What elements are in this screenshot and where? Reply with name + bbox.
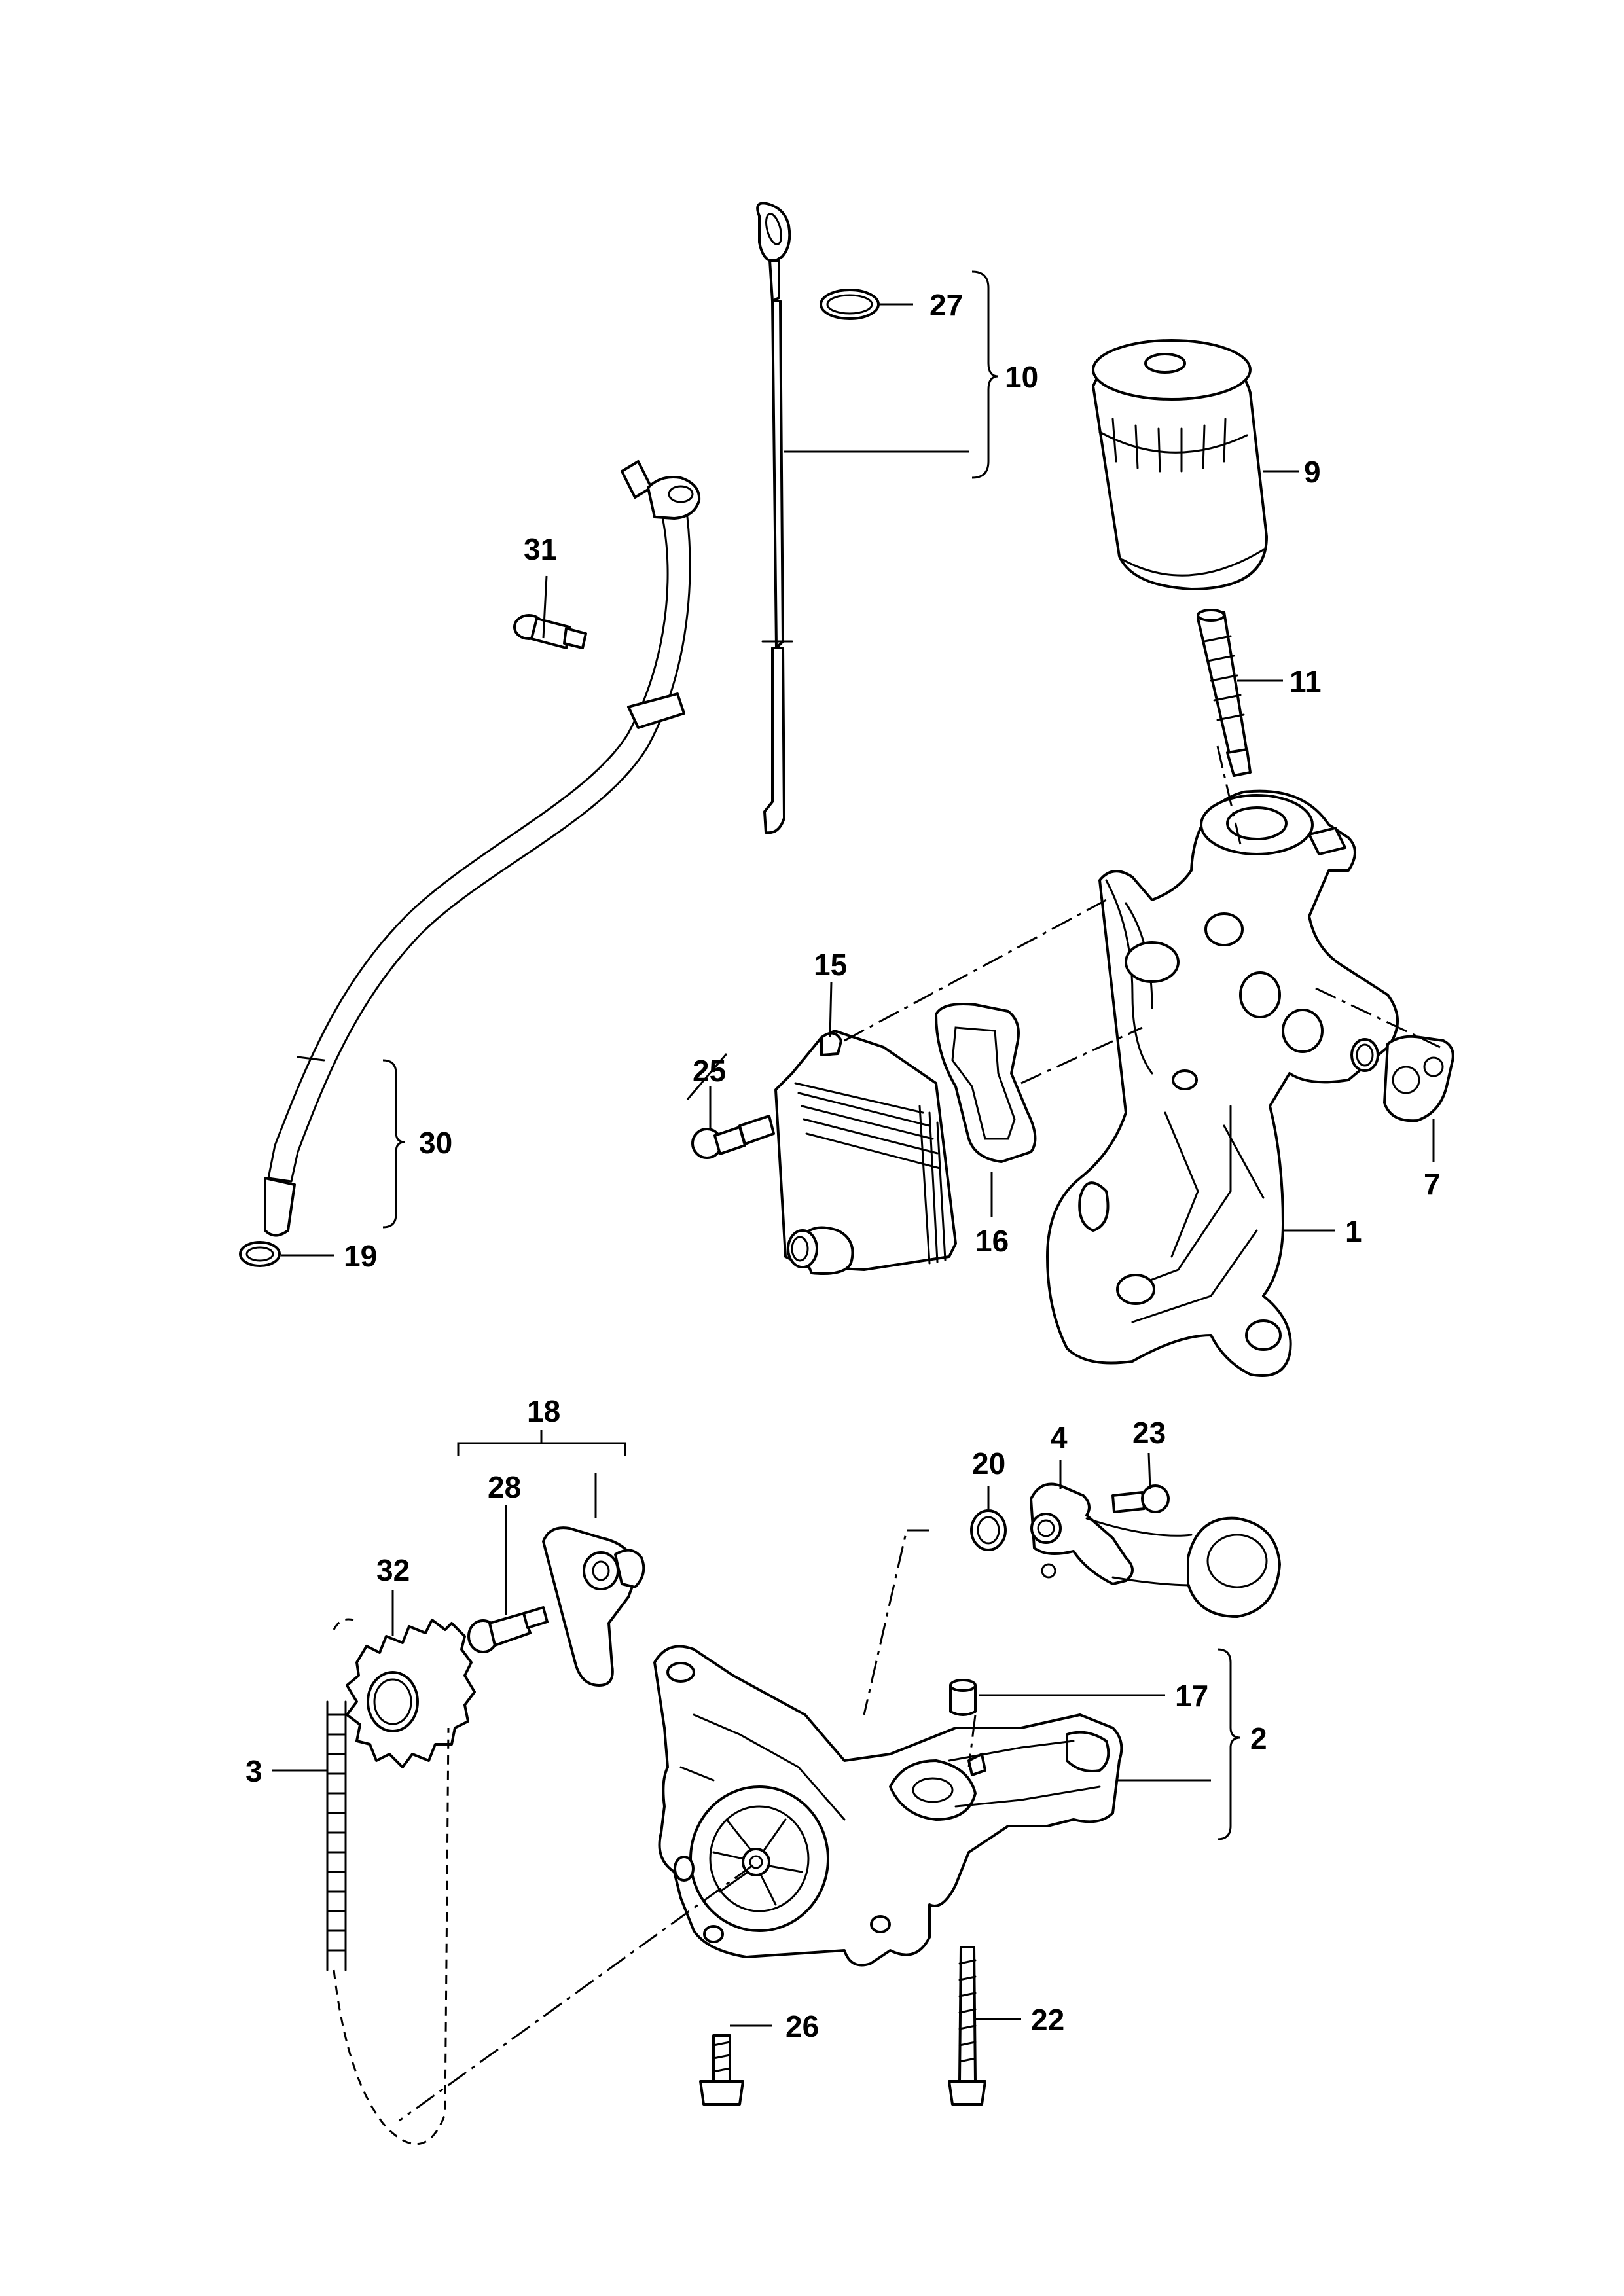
sprocket [346, 1619, 476, 1768]
bolt-25 [691, 1115, 775, 1159]
callout-11: 11 [1290, 664, 1322, 698]
dipstick-guide-tube [264, 460, 701, 1237]
callout-2: 2 [1250, 1721, 1267, 1755]
oil-filter [1092, 339, 1268, 590]
callout-26: 26 [785, 2009, 819, 2043]
o-ring-27 [820, 289, 880, 320]
callout-10: 10 [1005, 360, 1038, 394]
leader-lines [272, 270, 1435, 2027]
bolt-31 [513, 614, 587, 649]
bolt-22 [948, 1946, 986, 2106]
callout-30: 30 [419, 1126, 452, 1160]
bolt-23 [1111, 1484, 1170, 1513]
callout-28: 28 [488, 1470, 521, 1504]
callout-19: 19 [344, 1239, 377, 1273]
chain-tensioner [542, 1526, 645, 1687]
assembly-lines [399, 745, 1441, 2122]
callout-7: 7 [1424, 1167, 1441, 1201]
bush-17 [949, 1679, 977, 1716]
o-ring-20 [970, 1509, 1007, 1551]
callout-labels: 27 10 9 11 31 15 25 30 19 16 1 7 18 28 3… [245, 288, 1441, 2043]
bolt-26 [699, 2034, 744, 2106]
callout-25: 25 [693, 1054, 726, 1088]
callout-20: 20 [972, 1446, 1005, 1480]
callout-16: 16 [975, 1224, 1009, 1258]
callout-32: 32 [376, 1553, 410, 1587]
callout-15: 15 [814, 948, 847, 982]
o-ring-19 [239, 1241, 281, 1267]
cooler-gasket [935, 1003, 1037, 1163]
callout-4: 4 [1051, 1420, 1068, 1454]
callout-27: 27 [929, 288, 963, 322]
dipstick [756, 202, 793, 834]
callout-3: 3 [245, 1754, 262, 1788]
timing-chain [326, 1618, 450, 2145]
callout-31: 31 [524, 532, 557, 566]
oil-cooler [774, 1030, 957, 1275]
callout-22: 22 [1031, 2003, 1064, 2037]
callout-18: 18 [527, 1394, 560, 1428]
filter-centre-tube [1197, 609, 1252, 777]
callout-9: 9 [1304, 455, 1321, 489]
callout-23: 23 [1132, 1416, 1166, 1450]
bolt-28 [467, 1606, 549, 1653]
callout-1: 1 [1345, 1214, 1362, 1248]
oil-filter-housing [1046, 789, 1399, 1377]
oil-pump [653, 1645, 1123, 1967]
gasket-7 [1350, 1035, 1454, 1122]
callout-17: 17 [1175, 1679, 1208, 1713]
